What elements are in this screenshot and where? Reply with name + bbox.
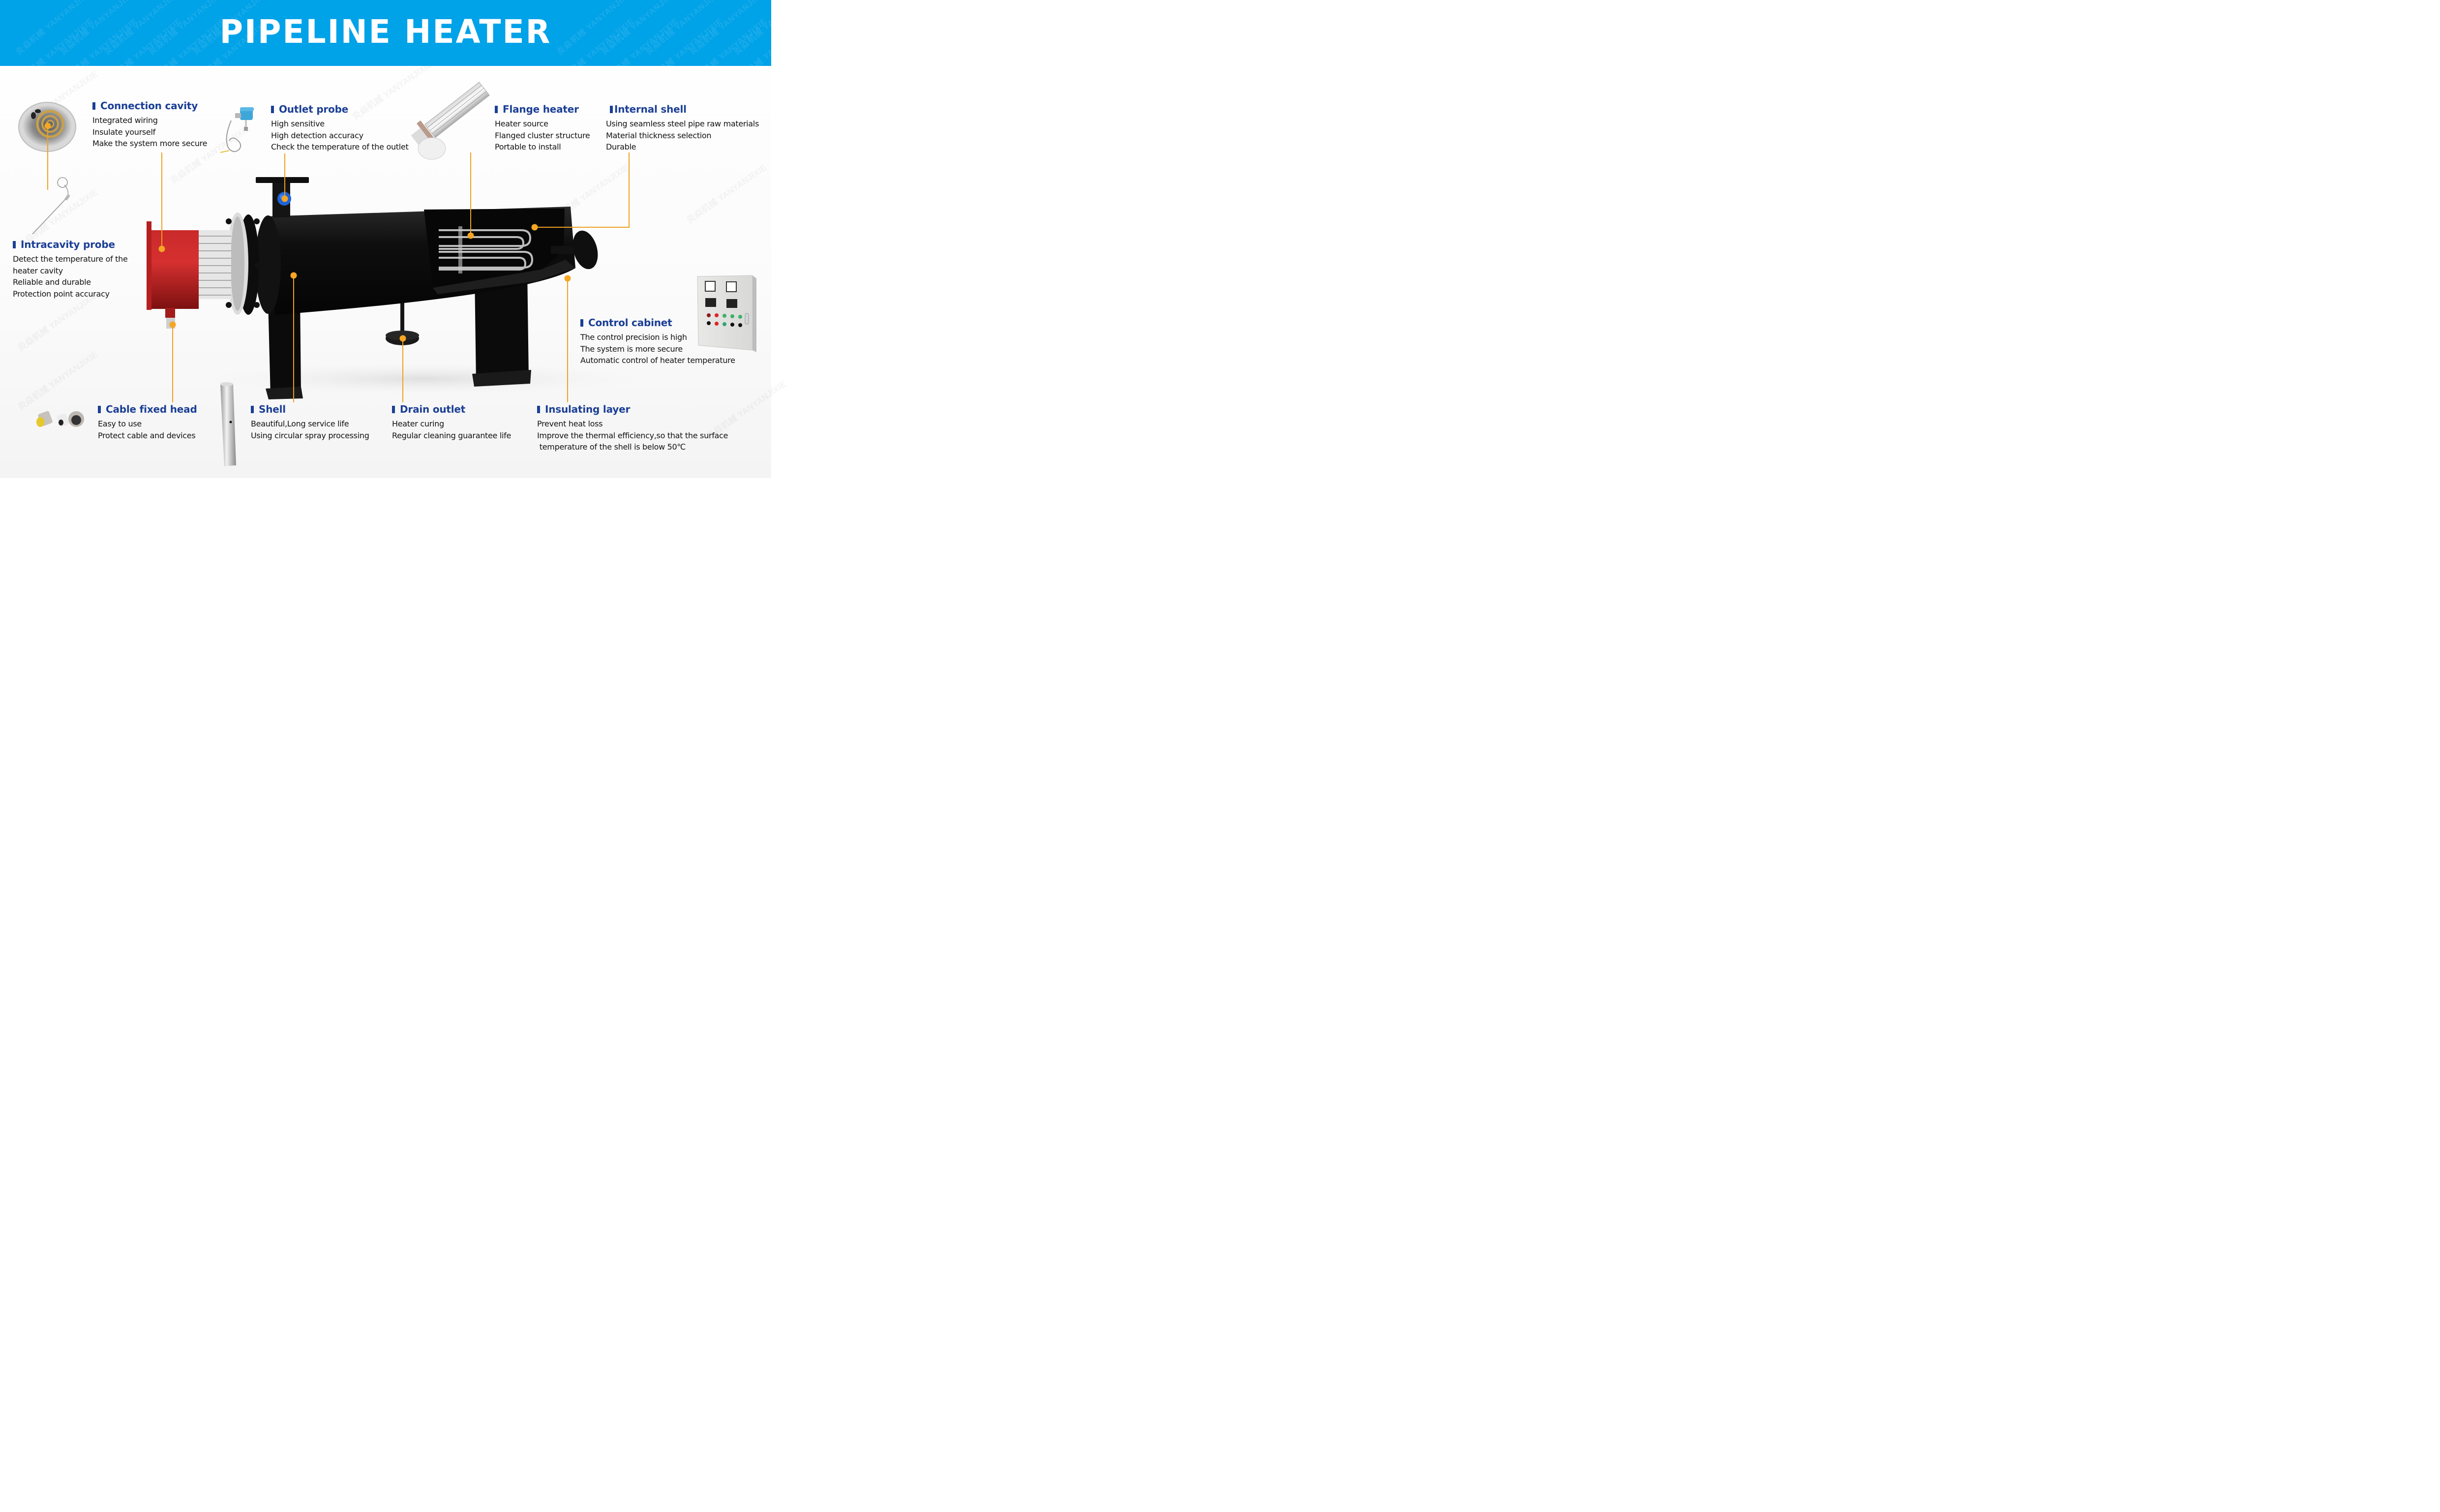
leader-connection-cavity [47, 126, 48, 190]
callout-connection-cavity: Connection cavity Integrated wiring Insu… [92, 100, 207, 150]
flange-heater-photo [411, 82, 490, 160]
callout-line: High sensitive [271, 119, 325, 128]
heading-bar-icon [392, 405, 395, 413]
leader-drain-outlet [402, 338, 403, 402]
callout-title: Intracavity probe [21, 239, 115, 250]
callout-line: Flanged cluster structure [495, 130, 590, 140]
callout-outlet-probe: Outlet probe High sensitive High detecti… [271, 103, 409, 153]
callout-drain-outlet: Drain outlet Heater curing Regular clean… [392, 403, 511, 441]
callout-title: Control cabinet [588, 317, 672, 329]
callout-line: Heater curing [392, 419, 444, 428]
callout-control-cabinet: Control cabinet The control precision is… [580, 317, 735, 366]
callout-line: Using seamless steel pipe raw materials [606, 119, 759, 128]
callout-line: Easy to use [98, 419, 142, 428]
heater-assembly [147, 177, 598, 399]
control-cabinet-photo [697, 275, 756, 352]
callout-line: The system is more secure [580, 344, 683, 354]
leader-flange-heater [470, 152, 471, 236]
callout-line: Durable [606, 142, 636, 152]
callout-line: Beautiful,Long service life [251, 419, 349, 428]
marker-dot-drain-outlet [399, 335, 406, 342]
marker-dot-connection-cavity [44, 122, 51, 129]
callout-line: Heater source [495, 119, 548, 128]
heading-bar-icon [537, 405, 540, 413]
infographic-canvas: 炎焱机械 YANYANJIXIE 炎焱机械 YANYANJIXIE 炎焱机械 Y… [0, 0, 788, 478]
callout-line: Automatic control of heater temperature [580, 356, 735, 365]
intracavity-probe-photo [32, 177, 70, 235]
callout-line: Protect cable and devices [98, 430, 196, 440]
heading-bar-icon [271, 105, 274, 113]
callout-line: High detection accuracy [271, 130, 363, 140]
leader-insulating-layer [567, 278, 568, 402]
cable-gland-photo [36, 411, 84, 427]
callout-line: Integrated wiring [92, 116, 158, 125]
leader-internal-shell [629, 152, 630, 227]
callout-line: heater cavity [13, 266, 63, 275]
marker-dot-outlet-probe [281, 195, 288, 202]
callout-line: Prevent heat loss [537, 419, 603, 428]
outlet-probe-photo [220, 107, 254, 153]
leader-intracavity-probe [161, 152, 162, 249]
heading-bar-icon [580, 319, 583, 327]
callout-title: Outlet probe [279, 103, 349, 115]
callout-line: Using circular spray processing [251, 430, 369, 440]
marker-dot-cable-fixed-head [169, 321, 176, 328]
heading-bar-icon [98, 405, 101, 413]
callout-internal-shell: Internal shell Using seamless steel pipe… [606, 103, 759, 153]
callout-line: Regular cleaning guarantee life [392, 430, 512, 440]
leader-outlet-probe [284, 153, 285, 199]
callout-line: Detect the temperature of the [13, 254, 128, 264]
leader-cable-fixed-head [172, 325, 173, 402]
marker-dot-shell [290, 272, 297, 279]
marker-dot-insulating-layer [564, 275, 571, 282]
callout-title: Cable fixed head [106, 403, 197, 415]
heading-bar-icon [495, 105, 498, 113]
callout-intracavity-probe: Intracavity probe Detect the temperature… [13, 239, 128, 300]
callout-line: Insulate yourself [92, 127, 155, 137]
header-banner: 炎焱机械 YANYANJIXIE 炎焱机械 YANYANJIXIE 炎焱机械 Y… [0, 0, 771, 66]
callout-shell: Shell Beautiful,Long service life Using … [251, 403, 369, 441]
heading-bar-icon [610, 105, 613, 113]
callout-line: Portable to install [495, 142, 561, 152]
heading-bar-icon [251, 405, 254, 413]
marker-dot-flange-heater [467, 232, 474, 239]
pipeline-heater-render [18, 82, 756, 466]
callout-title: Flange heater [503, 103, 579, 115]
callout-line: Make the system more secure [92, 139, 208, 149]
marker-dot-internal-shell [531, 224, 538, 231]
callout-line: Reliable and durable [13, 277, 91, 287]
callout-insulating-layer: Insulating layer Prevent heat loss Impro… [537, 403, 728, 453]
callout-line: Check the temperature of the outlet [271, 142, 409, 152]
callout-flange-heater: Flange heater Heater source Flanged clus… [495, 103, 590, 153]
heading-bar-icon [13, 241, 16, 248]
callout-line: temperature of the shell is below 50℃ [537, 442, 686, 452]
callout-line: The control precision is high [580, 333, 687, 342]
heading-bar-icon [92, 102, 95, 110]
page-title: PIPELINE HEATER [219, 13, 552, 51]
protective-tube-photo [220, 382, 236, 466]
marker-dot-intracavity-probe [158, 245, 165, 252]
callout-line: Material thickness selection [606, 130, 712, 140]
connection-cavity-photo [18, 102, 76, 152]
callout-title: Insulating layer [545, 403, 631, 415]
leader-internal-shell-h [534, 227, 630, 228]
callout-title: Connection cavity [100, 100, 198, 112]
callout-title: Shell [259, 403, 286, 415]
callout-line: Protection point accuracy [13, 289, 110, 299]
callout-line: Improve the thermal efficiency,so that t… [537, 430, 728, 440]
leader-shell [293, 275, 294, 402]
callout-title: Drain outlet [400, 403, 466, 415]
callout-cable-fixed-head: Cable fixed head Easy to use Protect cab… [98, 403, 197, 441]
callout-title: Internal shell [614, 103, 687, 115]
